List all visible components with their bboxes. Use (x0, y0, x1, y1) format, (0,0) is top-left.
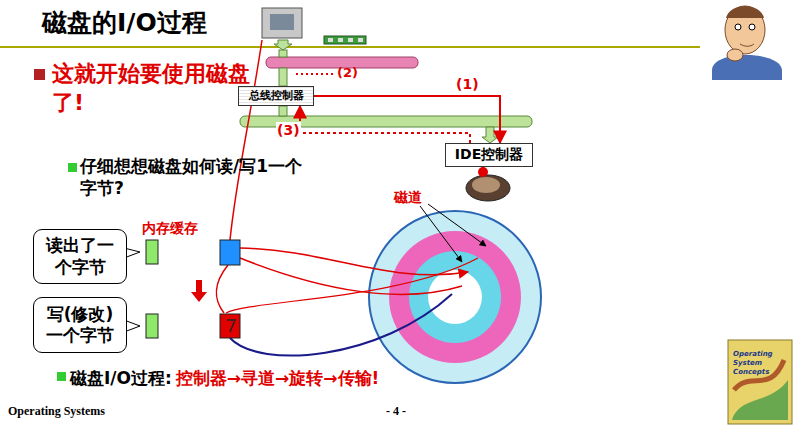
bullet (34, 69, 45, 80)
bullet-text: 控制器→寻道→旋转→传输! (176, 367, 380, 389)
callout-number: (2) (337, 65, 358, 82)
bullet (57, 372, 66, 381)
down-arrow (191, 280, 207, 302)
bullet (68, 163, 77, 172)
data-wire (216, 265, 228, 313)
bullet-text: 仔细想想磁盘如何读/写1一个字节? (80, 155, 312, 199)
byte-square (146, 240, 158, 264)
footer-text: Operating Systems (8, 404, 105, 420)
book-cover (728, 340, 792, 424)
bus-controller-box: 总线控制器 (238, 86, 314, 106)
leader-line (428, 204, 486, 246)
node-text: 总线控制器 (249, 89, 304, 103)
leader-line (420, 206, 462, 262)
callout-number: (3) (276, 122, 301, 138)
ide-controller-box: IDE控制器 (445, 143, 533, 167)
signal-path (314, 96, 500, 143)
callout-box: 写(修改)一个字节 (33, 297, 127, 353)
book-title: Operating System Concepts (733, 350, 787, 377)
callout-box: 读出了一个字节 (33, 229, 127, 284)
ram-icon (324, 36, 366, 44)
node-text: 写(修改)一个字节 (42, 304, 118, 347)
node-text: IDE控制器 (455, 146, 523, 164)
cpu-icon (262, 8, 302, 38)
data-wire (240, 258, 462, 294)
signal-path (300, 106, 470, 143)
bullet-text: 磁盘I/O过程: (70, 367, 172, 389)
thinking-man (712, 6, 782, 80)
mark (227, 320, 235, 332)
hard-disk-icon (466, 165, 510, 201)
node-text: 读出了一个字节 (42, 235, 118, 278)
page-number: - 4 - (386, 404, 406, 420)
title-rule (0, 46, 700, 48)
disk-platter (369, 211, 541, 383)
write-wire (230, 294, 452, 356)
track-label: 磁道 (394, 188, 422, 206)
dotted-path (296, 73, 334, 75)
buffer-block (220, 240, 240, 265)
slide-title: 磁盘的I/O过程 (42, 6, 207, 39)
byte-square (146, 314, 158, 338)
buffer-block (220, 314, 240, 338)
buffer-label: 内存缓存 (142, 219, 198, 237)
bullet-text: 这就开始要使用磁盘了! (52, 60, 266, 117)
callout-number: (1) (455, 76, 480, 92)
